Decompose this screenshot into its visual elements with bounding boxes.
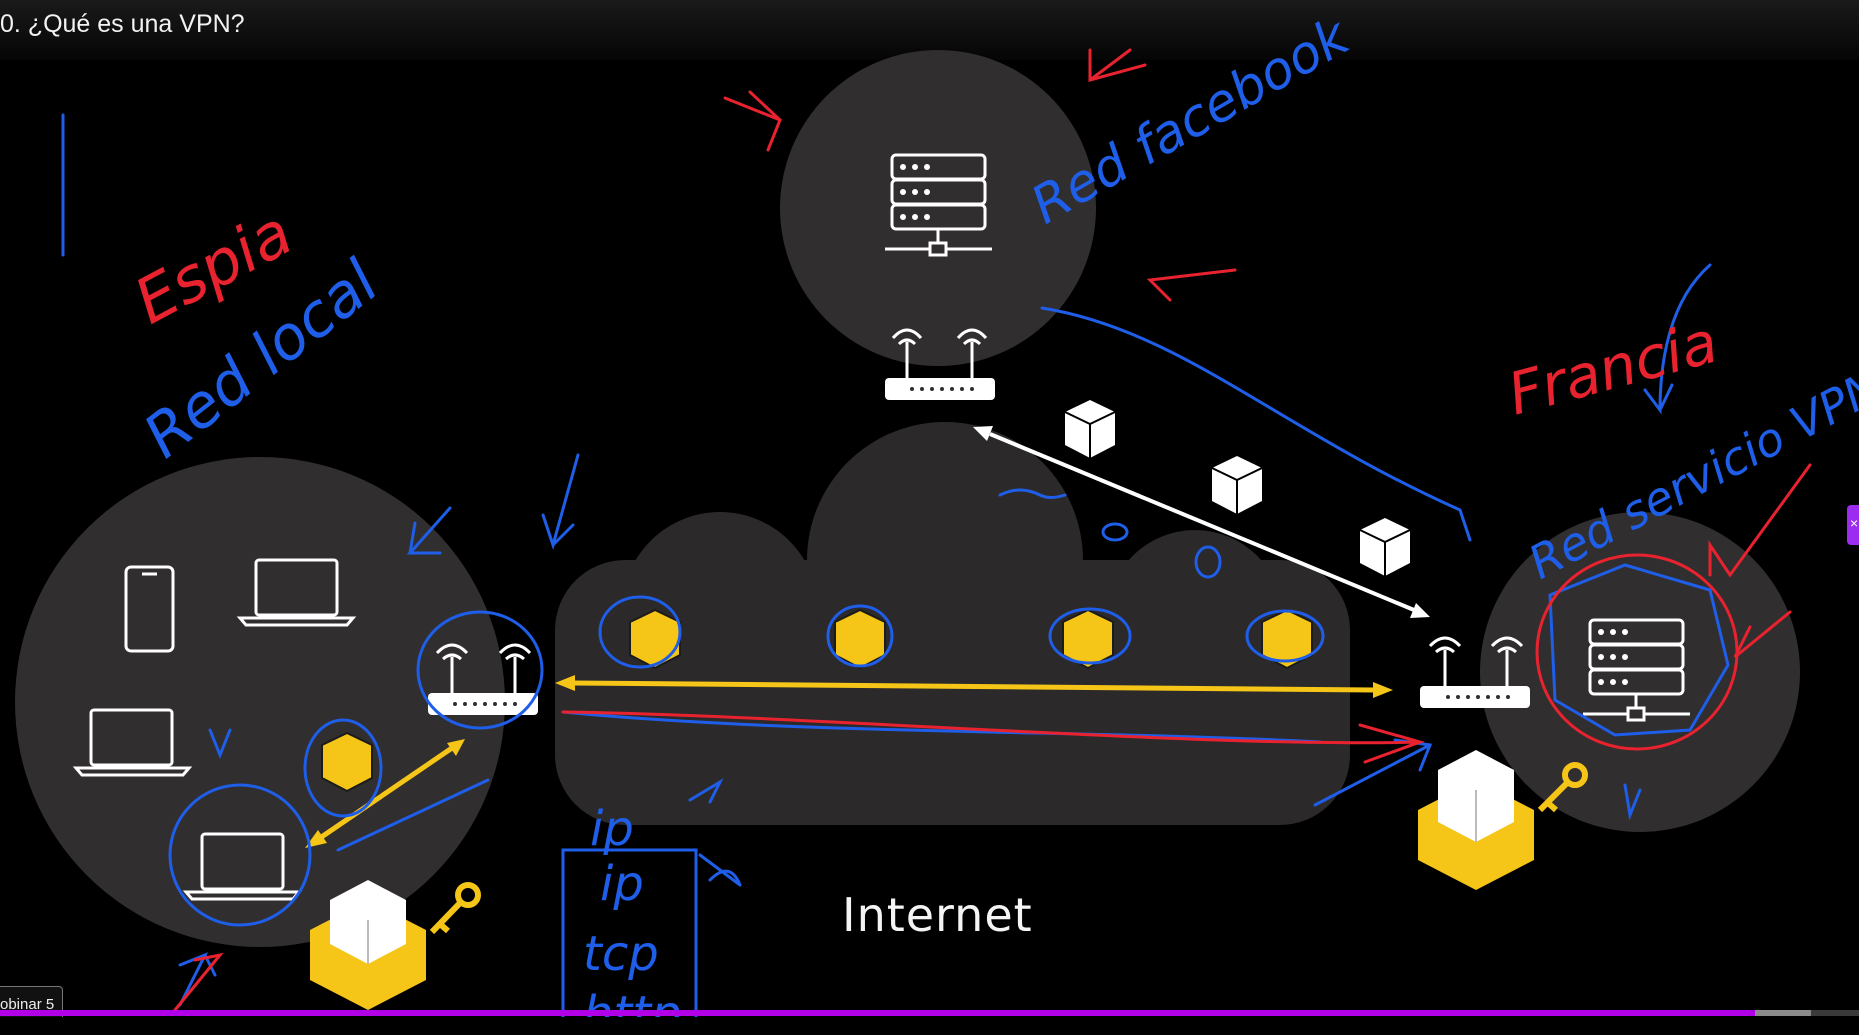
player-controls-strip	[0, 1017, 1859, 1035]
facebook-server-icon	[885, 153, 992, 257]
svg-text:Francia: Francia	[1501, 308, 1724, 429]
phone-icon	[124, 565, 175, 653]
key-icon-vpn	[1537, 762, 1588, 813]
laptop-icon-1	[236, 558, 357, 627]
router-icon-top	[885, 328, 995, 400]
close-icon: ×	[1850, 515, 1859, 531]
svg-text:ip: ip	[600, 856, 644, 912]
svg-text:Red facebook: Red facebook	[1022, 6, 1361, 236]
internet-label: Internet	[842, 888, 1033, 942]
white-arrow	[973, 426, 1430, 618]
progress-fill	[0, 1010, 1755, 1016]
blue-annotations	[61, 113, 1730, 1032]
local-network-circle	[15, 457, 505, 947]
video-title: 0. ¿Qué es una VPN?	[0, 10, 245, 38]
yellow-tunnel-arrow	[305, 675, 1393, 848]
open-box-local	[310, 880, 426, 1010]
svg-text:ip: ip	[590, 801, 634, 857]
laptop-icon-2	[72, 708, 193, 777]
key-icon-local	[429, 882, 481, 935]
progress-bar[interactable]	[0, 1010, 1859, 1016]
video-title-bar: 0. ¿Qué es una VPN?	[0, 0, 1859, 60]
packet-box-yellow	[321, 608, 1313, 793]
vpn-server-circle	[1480, 512, 1800, 832]
progress-buffer	[1754, 1010, 1811, 1016]
side-panel-toggle[interactable]: ×	[1847, 505, 1859, 545]
facebook-server-circle	[780, 50, 1096, 366]
vpn-server-icon	[1583, 618, 1690, 722]
router-icon-local	[428, 643, 538, 715]
router-icon-vpn	[1420, 636, 1530, 708]
svg-text:tcp: tcp	[583, 926, 659, 982]
open-box-vpn	[1418, 750, 1534, 890]
red-annotations	[173, 48, 1812, 1012]
